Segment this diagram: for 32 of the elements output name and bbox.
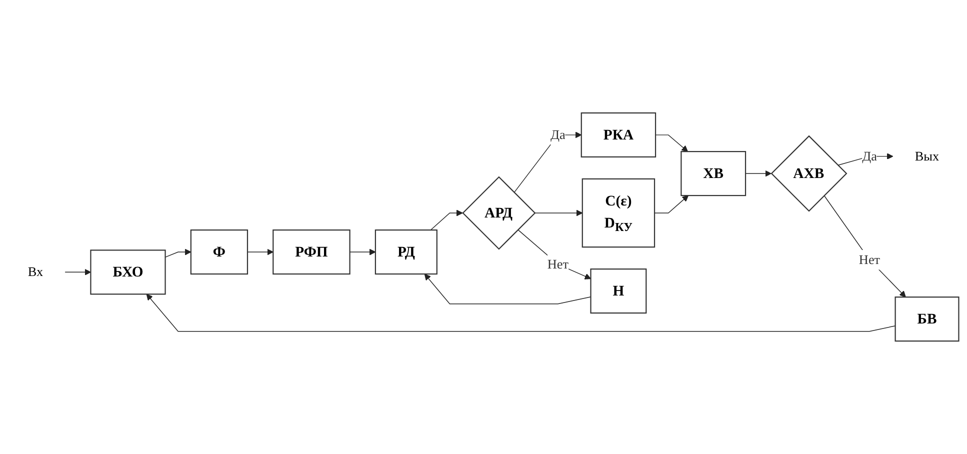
arrow — [64, 268, 91, 276]
node-text: Вх — [28, 264, 44, 280]
arrow — [424, 274, 592, 304]
edge-label: Нет — [547, 256, 569, 272]
node-text: Вых — [914, 148, 940, 164]
arrow — [654, 195, 689, 214]
edge-label: Да — [550, 127, 566, 142]
node-box: Ф — [190, 229, 248, 275]
arrow — [349, 248, 376, 256]
arrow — [655, 134, 688, 152]
node-box: ХВ — [680, 151, 746, 196]
arrow — [745, 170, 772, 177]
arrow — [514, 132, 582, 193]
arrow — [164, 248, 192, 258]
edge-label: Нет — [858, 252, 880, 267]
node-diamond: АХВ — [770, 135, 848, 212]
node-box: БХО — [90, 250, 166, 295]
node-box: БВ — [894, 296, 960, 342]
node-box: Н — [590, 268, 647, 314]
node-box: РД — [374, 229, 438, 275]
arrow — [824, 195, 906, 298]
arrow — [247, 248, 274, 256]
arrow — [430, 210, 463, 230]
arrow — [534, 210, 583, 216]
node-box: C(ε) D$_{КУ}$ — [582, 178, 656, 248]
arrow — [518, 229, 592, 280]
arrow — [837, 153, 894, 166]
arrow — [146, 294, 896, 332]
node-diamond: АРД — [462, 176, 536, 250]
node-box: РФП — [272, 229, 350, 275]
edge-label: Да — [862, 148, 877, 164]
node-box: РКА — [580, 112, 656, 158]
